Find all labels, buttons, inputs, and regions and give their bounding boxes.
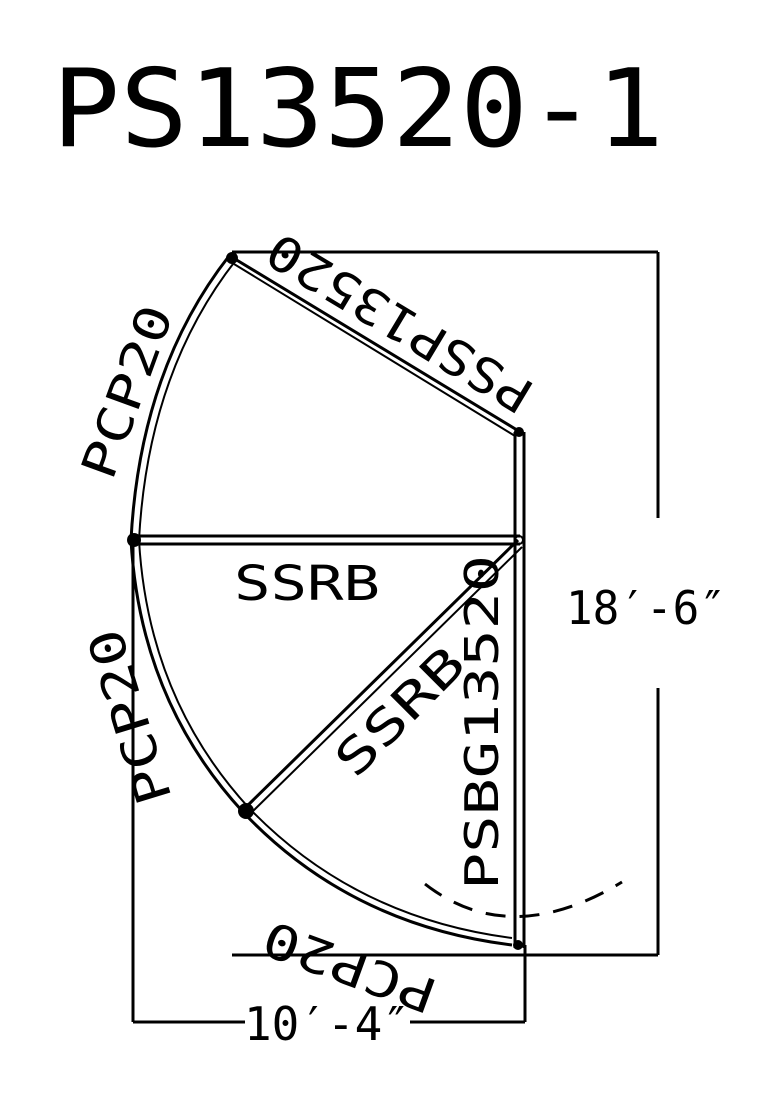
label-diagonal-beam: SSRB	[324, 636, 477, 789]
diagonal-beam-member	[241, 538, 523, 815]
height-dimension-label: 18′-6″	[566, 581, 726, 635]
label-vertical-post: PSBG13520	[455, 555, 509, 890]
joint-nodes	[127, 252, 524, 950]
label-middle-beam: SSRB	[234, 556, 380, 612]
width-dimension-lines	[131, 540, 527, 1024]
label-upper-arc: PCP20	[71, 298, 185, 486]
width-dimension-label: 10′-4″	[244, 997, 410, 1051]
vertical-post-member	[513, 432, 526, 948]
bottom-arc-member	[241, 807, 513, 947]
label-lower-arc: PCP20	[77, 622, 183, 811]
middle-beam-member	[133, 534, 520, 546]
height-dimension-lines	[232, 250, 660, 957]
top-diagonal-member	[229, 254, 518, 437]
drawing-title: PS13520-1	[52, 47, 664, 172]
lower-arc-member	[129, 539, 250, 814]
upper-arc-member	[129, 255, 237, 541]
dashed-swing-arc	[424, 880, 623, 918]
